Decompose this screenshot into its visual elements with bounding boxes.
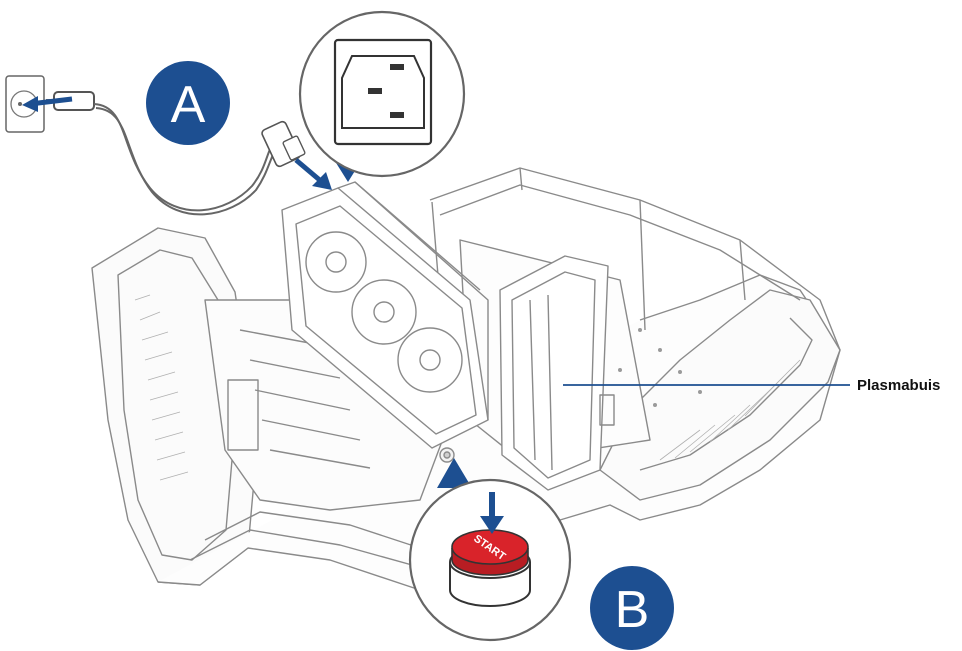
psu-tower	[499, 255, 615, 491]
plasmabuis-callout: Plasmabuis	[563, 377, 940, 394]
left-vent-grid	[134, 294, 189, 481]
press-arrow-icon	[480, 492, 504, 534]
right-vent-grid	[659, 359, 801, 461]
iec-inlet-icon	[333, 38, 433, 146]
button-zoom-callout: START	[408, 458, 572, 642]
plug-arrow-icon	[22, 96, 73, 112]
step-a-label: A	[171, 76, 206, 134]
plasmabuis-label: Plasmabuis	[857, 377, 940, 394]
step-b-badge: B	[590, 566, 674, 650]
step-a-badge: A	[146, 61, 230, 145]
step-b-label: B	[615, 581, 650, 639]
graphics-card	[281, 181, 489, 449]
pc-case	[91, 167, 841, 601]
inlet-arrow-icon	[294, 158, 332, 190]
start-button-icon: START	[449, 529, 531, 607]
power-cable	[46, 91, 281, 216]
cable-plug	[261, 120, 306, 168]
inlet-zoom-callout	[298, 10, 466, 182]
